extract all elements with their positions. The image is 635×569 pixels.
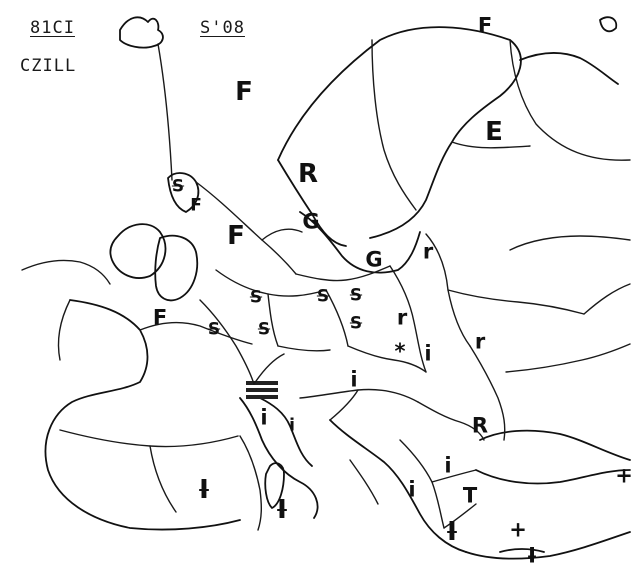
- small-island-ne: [599, 16, 618, 33]
- mark-i-greece: I: [447, 517, 457, 547]
- mark-i-alps: i: [260, 405, 268, 430]
- code-b-label: S'08: [200, 18, 245, 38]
- mark-s-germany-2: S: [349, 285, 363, 306]
- mark-r-romania: R: [471, 413, 489, 438]
- mark-r-russia-3: r: [474, 329, 486, 354]
- mark-r-scandinavia: R: [297, 159, 319, 189]
- mark-i-spain: I: [199, 475, 209, 505]
- mark-s-france: S: [207, 319, 221, 340]
- mark-i-bulgaria: i: [408, 477, 416, 502]
- mark-i-galicia: i: [424, 341, 432, 366]
- mark-f-north-east: F: [477, 13, 493, 38]
- balkan-coast: [329, 419, 467, 553]
- mark-s-germany-1: S: [316, 286, 330, 307]
- corsica-sardinia: [264, 462, 285, 509]
- mark-i-hungary: i: [350, 367, 358, 392]
- interior-borders: [21, 181, 631, 531]
- iceland-coast: [119, 16, 164, 49]
- denmark-coast: [167, 172, 200, 213]
- baltic-coast: [299, 211, 421, 274]
- mark-f-north-atlantic: F: [235, 77, 253, 107]
- black-sea-coast: [479, 429, 631, 461]
- mark-s-poland: S: [349, 313, 363, 334]
- mark-i-balkans: i: [444, 453, 452, 478]
- name-label: CZILL: [20, 56, 77, 76]
- mark-cross-aegean: +: [509, 517, 527, 542]
- alps-striped-region: [246, 381, 278, 399]
- mark-i-med: I: [277, 495, 287, 525]
- mark-e-east: E: [485, 117, 503, 147]
- britain-coast: [109, 223, 167, 279]
- mark-r-russia-2: r: [396, 305, 408, 330]
- mark-star: *: [394, 339, 406, 364]
- mark-r-russia-1: r: [422, 239, 434, 264]
- mark-f-france: F: [152, 305, 168, 330]
- code-a-label: 81CI: [30, 18, 75, 38]
- italy-coast: [239, 397, 319, 519]
- mark-g-baltic: G: [302, 209, 320, 234]
- mark-g-baltic-east: G: [365, 247, 383, 272]
- mark-i-italy-small: i: [289, 415, 295, 436]
- mark-s-germany-3: S: [257, 319, 271, 340]
- crete: [499, 548, 545, 553]
- mark-f-netherlands: F: [190, 195, 202, 216]
- mark-s-denmark-north: S: [171, 176, 185, 197]
- scandinavia-coast: [277, 26, 522, 239]
- mark-f-north-sea: F: [227, 221, 245, 251]
- mark-cross-east: +: [615, 463, 633, 488]
- mark-i-crete: I: [528, 543, 536, 568]
- mark-s-poland-2: S: [249, 287, 263, 308]
- mark-t-turkey: T: [462, 483, 478, 508]
